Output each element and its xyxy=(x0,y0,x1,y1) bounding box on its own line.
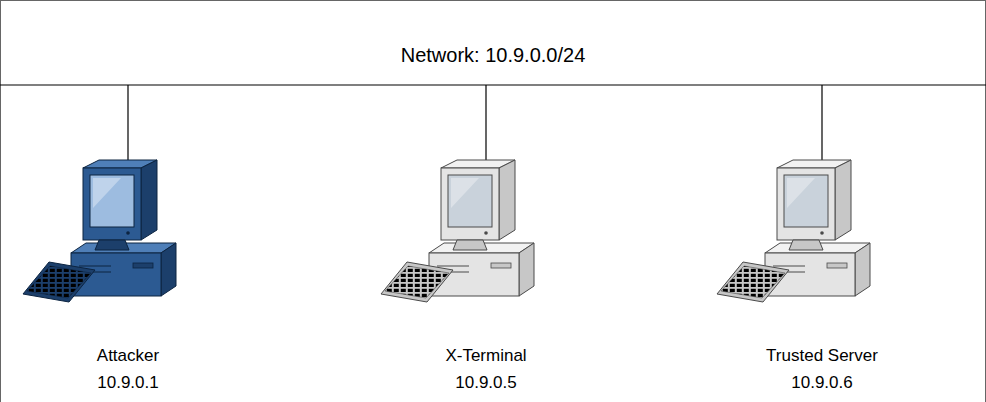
computer-icon xyxy=(717,160,870,302)
diagram-title: Network: 10.9.0.0/24 xyxy=(0,44,986,67)
ip-address: 10.9.0.6 xyxy=(732,372,912,394)
computer-node: Attacker 10.9.0.1 xyxy=(38,150,218,398)
computer-icon xyxy=(23,160,176,302)
computer-node: Trusted Server 10.9.0.6 xyxy=(732,150,912,398)
drop-line xyxy=(127,85,128,160)
computer-icon xyxy=(715,158,895,303)
computer-icon xyxy=(21,158,201,303)
network-bus xyxy=(0,84,986,85)
computer-icon xyxy=(379,158,559,303)
computer-node: X-Terminal 10.9.0.5 xyxy=(396,150,576,398)
computer-icon xyxy=(381,160,534,302)
drop-line xyxy=(485,85,486,160)
title-text: Network: 10.9.0.0/24 xyxy=(398,44,589,66)
host-name: Attacker xyxy=(38,345,218,367)
ip-address: 10.9.0.5 xyxy=(396,372,576,394)
drop-line xyxy=(821,85,822,160)
ip-address: 10.9.0.1 xyxy=(38,372,218,394)
host-name: Trusted Server xyxy=(732,345,912,367)
host-name: X-Terminal xyxy=(396,345,576,367)
